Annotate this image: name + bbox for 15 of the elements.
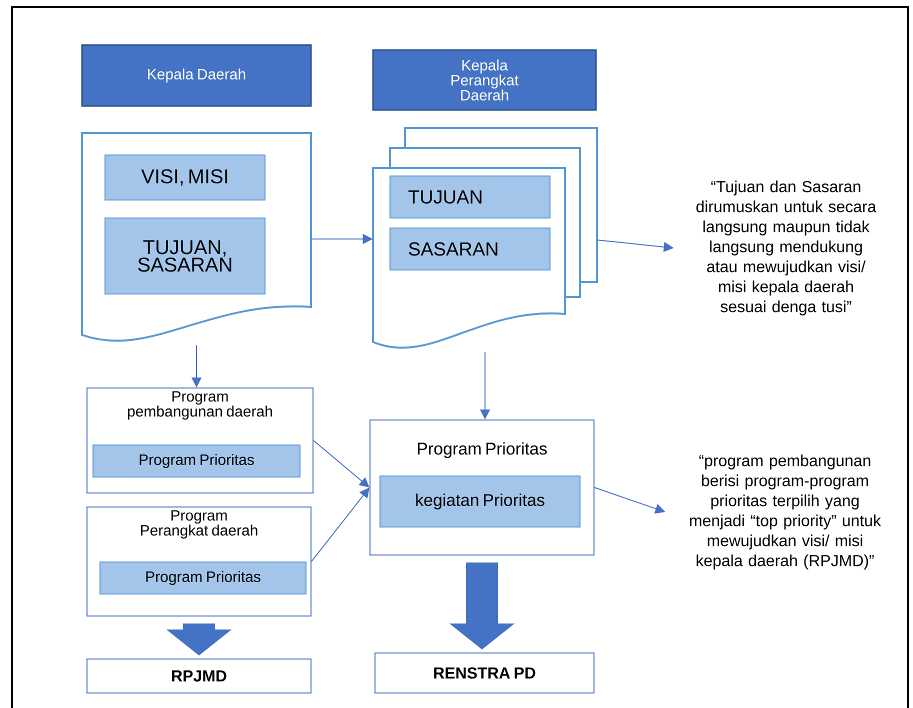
- arrow: [311, 488, 370, 562]
- output-box: RENSTRA PD: [374, 652, 594, 694]
- inner-box: TUJUAN: [390, 176, 550, 218]
- inner-box: Program Prioritas: [92, 444, 300, 478]
- output-box: RPJMD: [86, 658, 312, 694]
- inner-box: VISI, MISI: [104, 154, 266, 200]
- inner-box: TUJUAN, SASARAN: [104, 218, 266, 294]
- title-box: Kepala Perangkat Daerah: [372, 49, 597, 111]
- inner-box: kegiatan Prioritas: [380, 476, 580, 528]
- inner-box: Program Prioritas: [100, 562, 306, 594]
- title-box: Kepala Daerah: [81, 44, 312, 107]
- quote-text: “Tujuan dan Sasaran dirumuskan untuk secara langsung maupun tidak langsung mendukung atau mewujudkan visi/ misi kepala daerah sesuai denga tusi”: [696, 180, 876, 316]
- quote-text: “program pembangunan berisi program-program prioritas terpilih yang menjadi “top priority” untuk mewujudkan visi/ misi kepala daerah (RPJMD)”: [690, 454, 881, 570]
- inner-box: SASARAN: [390, 228, 550, 270]
- arrow: [313, 440, 370, 488]
